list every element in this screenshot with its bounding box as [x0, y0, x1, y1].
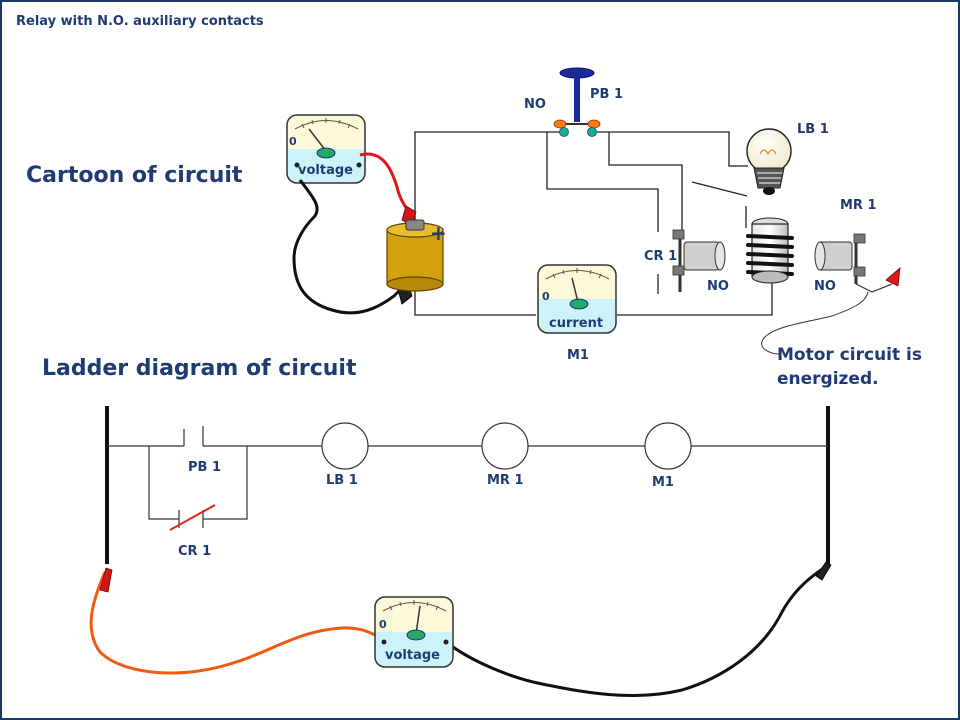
mr-label: MR 1 [840, 198, 877, 213]
cr1-closed-slash [169, 504, 216, 531]
cr-no-label: NO [707, 279, 729, 294]
light-bulb-lb1: LB 1 [746, 122, 829, 195]
wire-cr-coil-link [691, 181, 748, 197]
ladder-mr-label: MR 1 [487, 473, 524, 488]
ladder-voltmeter-zero: 0 [379, 618, 387, 631]
red-lead-voltmeter-battery [359, 152, 414, 217]
ladder-voltmeter: 0 voltage [374, 596, 454, 668]
slide-title: Relay with N.O. auxiliary contacts [16, 14, 264, 29]
black-lead-ladder [445, 566, 825, 698]
mr-no-label: NO [814, 279, 836, 294]
ammeter-label: current [549, 316, 603, 331]
ammeter-needle [571, 277, 579, 303]
black-lead-voltmeter-battery [292, 179, 408, 315]
ladder-m1-label: M1 [652, 475, 674, 490]
ladder-voltmeter-label: voltage [385, 648, 440, 663]
ladder-lb-label: LB 1 [326, 473, 358, 488]
wire-top-left [414, 131, 560, 230]
wire-top-right [594, 131, 748, 167]
battery-body [386, 229, 444, 285]
pushbutton-pb1: PB 1 NO [524, 67, 623, 137]
ladder-lb1-lamp [321, 422, 369, 470]
heading-ladder: Ladder diagram of circuit [42, 356, 357, 381]
ladder-red-clip-icon [99, 567, 113, 593]
ammeter-zero: 0 [542, 290, 550, 303]
mr-clip-icon [885, 267, 901, 287]
relay-contact-cr1: CR 1 NO [644, 229, 729, 294]
coil-body [751, 223, 789, 277]
pb-label: PB 1 [590, 87, 623, 102]
ladder-diagram: PB 1 CR 1 LB 1 MR 1 M1 [105, 406, 830, 564]
battery-plus: + [430, 221, 447, 245]
cartoon-ammeter: 0 current M1 [537, 264, 617, 363]
pb-contact-right-icon [587, 127, 597, 137]
ladder-black-clip-icon [815, 561, 832, 581]
ladder-pb-label: PB 1 [188, 460, 221, 475]
voltmeter-needle [308, 128, 327, 152]
voltmeter-pivot [316, 147, 336, 159]
voltmeter-label: voltage [298, 163, 353, 178]
relay-coil [746, 217, 794, 284]
cr-label: CR 1 [644, 249, 677, 264]
orange-lead-ladder [89, 571, 385, 675]
pb-contact-left-icon [559, 127, 569, 137]
battery: + [386, 219, 447, 292]
voltmeter-zero: 0 [289, 135, 297, 148]
lb-label: LB 1 [797, 122, 829, 137]
bulb-glass-icon [746, 128, 792, 174]
note-line-2: energized. [777, 369, 879, 389]
ladder-mr1-coil [481, 422, 529, 470]
ladder-voltmeter-needle [415, 605, 421, 635]
m1-label: M1 [567, 348, 589, 363]
pb-no-label: NO [524, 97, 546, 112]
wire-ammeter-right [617, 274, 773, 316]
battery-terminal-icon [405, 219, 425, 231]
cartoon-wires [414, 131, 773, 316]
cartoon-voltmeter: 0 voltage [286, 114, 366, 184]
note-line-1: Motor circuit is [777, 345, 922, 365]
wire-battery-bottom [414, 284, 536, 316]
ladder-cr-label: CR 1 [178, 544, 211, 559]
ladder-m1-motor [644, 422, 692, 470]
heading-cartoon: Cartoon of circuit [26, 163, 243, 188]
wire-pb-cr-top [608, 132, 683, 232]
wire-pb-cr-bottom [546, 132, 659, 232]
relay-contact-mr1: MR 1 NO [814, 198, 901, 294]
pushbutton-stem [574, 76, 580, 122]
note-leader-line [761, 291, 869, 355]
